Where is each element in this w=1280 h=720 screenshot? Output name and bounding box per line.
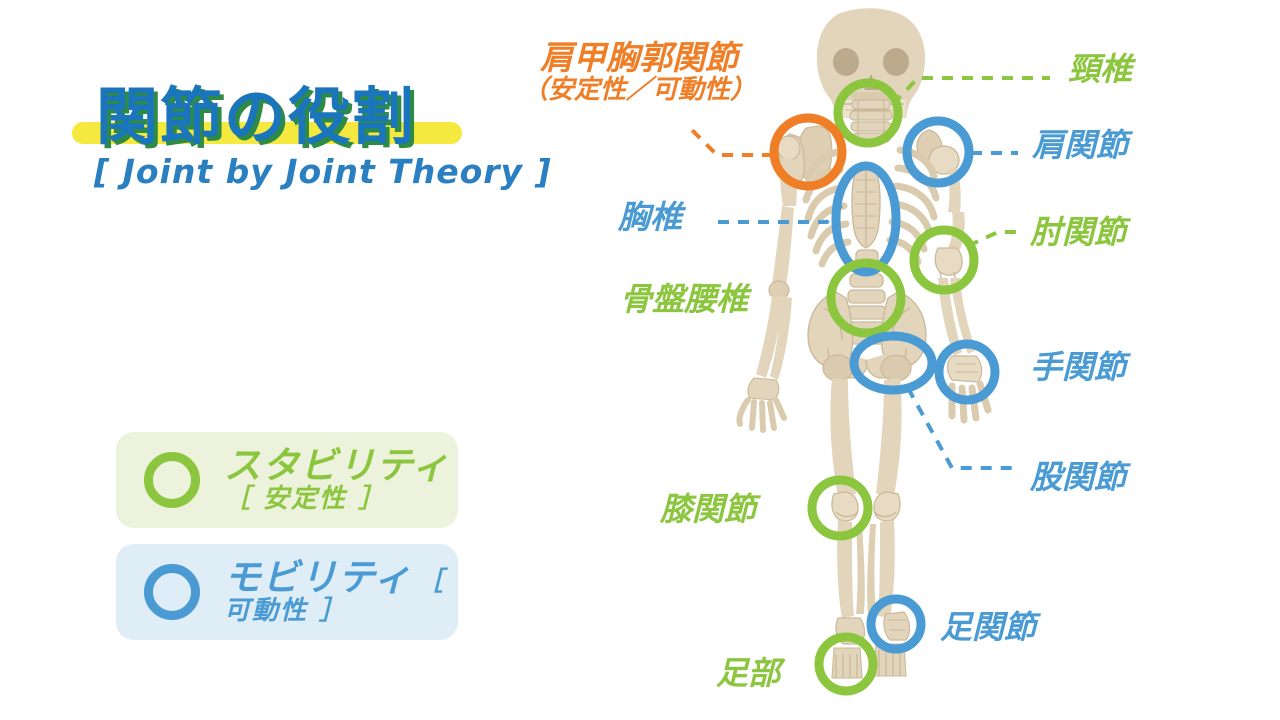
label-wrist-joint: 手関節 (1030, 350, 1126, 385)
legend-stability-label: スタビリティ (224, 443, 450, 487)
circle-icon-stability (144, 452, 200, 508)
cervical-vertebrae-bone (849, 92, 893, 143)
leader-line-hip-joint (906, 387, 1016, 470)
label-cervical-spine: 頸椎 (1068, 52, 1132, 87)
leader-line-scapulothoracic (688, 126, 773, 157)
pelvis-bone (807, 291, 927, 382)
label-hip-joint: 股関節 (1030, 460, 1126, 495)
legend-item-stability-text: スタビリティ ［ 安定性 ］ (224, 443, 458, 514)
marker-wrist-joint (934, 339, 1000, 405)
legend-item-mobility-text: モビリティ ［ 可動性 ］ (224, 555, 458, 626)
circle-icon-mobility (144, 564, 200, 620)
label-cervical-spine-text: 頸椎 (1068, 50, 1133, 88)
label-hip-joint-text: 股関節 (1030, 458, 1127, 496)
legend-stability-sublabel: ［ 安定性 ］ (224, 483, 387, 514)
marker-thoracic-spine (831, 161, 901, 277)
legend-item-mobility: モビリティ ［ 可動性 ］ (116, 544, 458, 640)
label-shoulder-joint-text: 肩関節 (1032, 126, 1129, 164)
label-thoracic-spine: 胸椎 (618, 200, 682, 235)
legend-mobility-label: モビリティ (224, 555, 412, 599)
leader-line-elbow-joint (967, 230, 1018, 248)
marker-foot (814, 632, 878, 696)
marker-scapulothoracic (769, 113, 847, 191)
marker-hip-joint (849, 331, 937, 395)
label-shoulder-joint: 肩関節 (1032, 128, 1128, 163)
label-foot: 足部 (716, 656, 780, 691)
label-wrist-joint-text: 手関節 (1030, 348, 1127, 386)
label-knee-joint-text: 膝関節 (660, 490, 757, 528)
label-scapulothoracic-line2: （安定性／可動性） (522, 74, 757, 105)
left-arm-bone (736, 206, 794, 433)
label-ankle-joint-text: 足関節 (940, 608, 1037, 646)
label-elbow-joint-text: 肘関節 (1030, 213, 1127, 251)
legend-mobility-sublabel: ［ 可動性 ］ (224, 566, 445, 626)
joint-markers (769, 78, 1000, 696)
label-foot-text: 足部 (716, 654, 781, 692)
page-title: 関節の役割 (96, 80, 417, 153)
label-pelvis-lumbar-text: 骨盤腰椎 (620, 280, 749, 318)
marker-knee-joint (807, 475, 873, 541)
thoracic-spine-bone (851, 167, 881, 271)
label-pelvis-lumbar: 骨盤腰椎 (620, 282, 748, 317)
label-scapulothoracic-line1: 肩甲胸郭関節 (540, 38, 738, 77)
label-knee-joint: 膝関節 (660, 492, 756, 527)
legend-item-stability: スタビリティ ［ 安定性 ］ (116, 432, 458, 528)
title-highlight-bar (72, 122, 462, 144)
label-thoracic-spine-text: 胸椎 (618, 198, 683, 236)
legend: スタビリティ ［ 安定性 ］ モビリティ ［ 可動性 ］ (116, 432, 458, 656)
marker-pelvis-lumbar (826, 258, 906, 338)
marker-shoulder-joint (902, 116, 974, 188)
page-subtitle: [ Joint by Joint Theory ] (94, 152, 552, 191)
title-block: 関節の役割 [ Joint by Joint Theory ] (72, 40, 551, 191)
marker-ankle-joint (866, 594, 926, 654)
marker-elbow-joint (909, 225, 979, 295)
label-elbow-joint: 肘関節 (1030, 215, 1126, 250)
marker-cervical-spine (833, 78, 903, 148)
label-scapulothoracic: 肩甲胸郭関節 （安定性／可動性） (522, 40, 756, 104)
label-ankle-joint: 足関節 (940, 610, 1036, 645)
leader-line-cervical-spine (891, 76, 1050, 106)
